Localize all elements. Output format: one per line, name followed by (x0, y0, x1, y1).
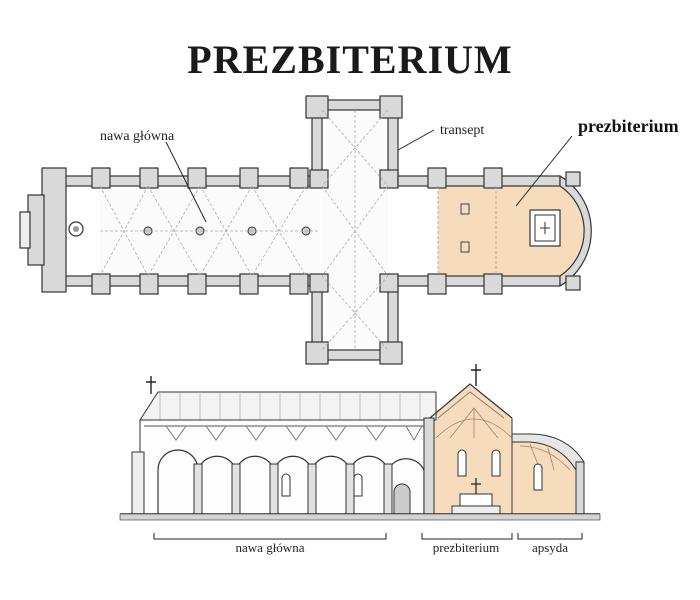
plan-label-transept: transept (440, 123, 484, 138)
side-door (393, 483, 411, 515)
plan-label-presbytery: prezbiterium (578, 116, 679, 136)
transept-wall (423, 417, 435, 515)
nave-vaults (99, 185, 320, 277)
presbytery-niches (460, 203, 470, 253)
floor-plan: nawa główna transept prezbiterium (19, 95, 679, 365)
arcade-piers (193, 463, 393, 515)
nave-walls (61, 167, 323, 295)
presbytery-walls (397, 167, 592, 295)
transept-vaults (321, 109, 389, 351)
section-altar (451, 478, 501, 515)
presbytery-vaults (437, 186, 497, 276)
presbytery-ribs (435, 407, 513, 439)
transept-walls (305, 95, 403, 365)
section-label-apse: apsyda (532, 540, 568, 555)
plan-label-nave: nawa główna (100, 129, 175, 144)
altar (529, 209, 561, 247)
nave-windows (281, 473, 363, 497)
section-brackets (153, 533, 583, 540)
west-cross (146, 376, 156, 394)
section-label-nave: nawa główna (236, 540, 305, 555)
presbytery-highlight (438, 186, 585, 276)
nave-trusses (165, 425, 423, 441)
presbytery-cross (471, 364, 481, 386)
nave-roof (139, 391, 437, 421)
section-label-presbytery: prezbiterium (433, 540, 499, 555)
presbytery-gable (429, 383, 513, 419)
west-porch (19, 167, 67, 293)
plan-leaders (165, 129, 573, 223)
presbytery-windows (457, 449, 543, 491)
page-title: PREZBITERIUM (187, 37, 513, 82)
cross-section: nawa główna prezbiterium apsyda (119, 364, 601, 555)
